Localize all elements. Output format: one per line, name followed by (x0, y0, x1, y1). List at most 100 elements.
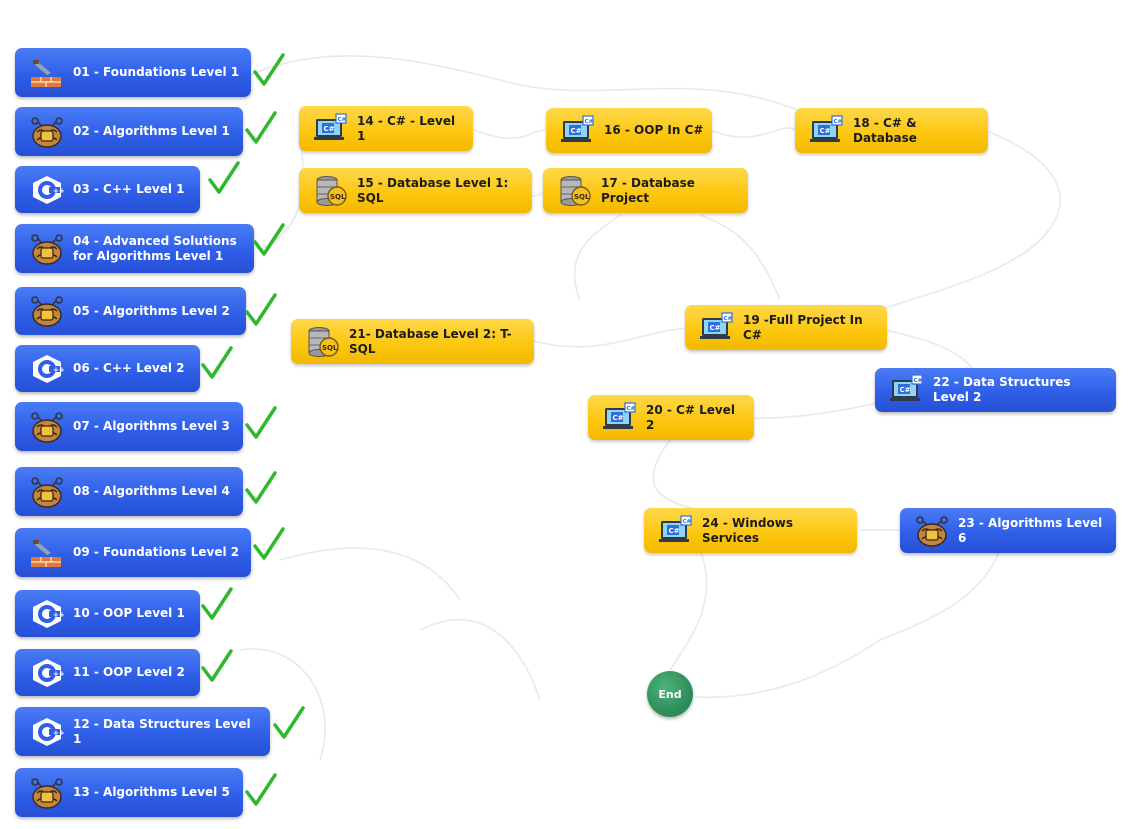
node-18-csharp-and-database[interactable]: C#C# 18 - C# & Database (795, 108, 988, 153)
node-12-data-structures-level-1[interactable]: ++ 12 - Data Structures Level 1 (15, 707, 270, 756)
node-09-foundations-level-2[interactable]: 09 - Foundations Level 2 (15, 528, 251, 577)
brain-gear-icon (27, 475, 67, 509)
node-label: 02 - Algorithms Level 1 (73, 124, 230, 138)
node-label: 11 - OOP Level 2 (73, 665, 185, 679)
checkmark-icon (252, 222, 286, 258)
node-02-algorithms-level-1[interactable]: 02 - Algorithms Level 1 (15, 107, 243, 156)
svg-text:C#: C# (914, 378, 923, 384)
node-label: 06 - C++ Level 2 (73, 361, 185, 375)
node-label: 12 - Data Structures Level 1 (73, 716, 251, 746)
node-16-oop-in-csharp[interactable]: C#C# 16 - OOP In C# (546, 108, 712, 153)
brick-trowel-icon (27, 56, 67, 90)
node-label: 10 - OOP Level 1 (73, 606, 185, 620)
brain-gear-icon (27, 115, 67, 149)
end-node-label: End (658, 687, 682, 701)
svg-text:C#: C# (324, 125, 335, 133)
checkmark-icon (200, 648, 234, 684)
svg-text:C#: C# (613, 414, 624, 422)
brick-trowel-icon (27, 536, 67, 570)
svg-text:++: ++ (53, 670, 65, 678)
node-15-database-level-1-sql[interactable]: SQL 15 - Database Level 1: SQL (299, 168, 532, 213)
checkmark-icon (272, 705, 306, 741)
node-24-windows-services[interactable]: C#C# 24 - Windows Services (644, 508, 857, 553)
node-04-advanced-solutions[interactable]: 04 - Advanced Solutions for Algorithms L… (15, 224, 254, 273)
cpp-logo-icon: ++ (27, 173, 67, 207)
node-label: 14 - C# - Level 1 (357, 113, 456, 143)
node-label: 20 - C# Level 2 (646, 402, 735, 432)
node-21-database-level-2-tsql[interactable]: SQL 21- Database Level 2: T-SQL (291, 319, 534, 364)
checkmark-icon (244, 292, 278, 328)
checkmark-icon (244, 772, 278, 808)
node-label: 24 - Windows Services (702, 515, 793, 545)
svg-text:SQL: SQL (330, 193, 346, 201)
node-label: 13 - Algorithms Level 5 (73, 785, 230, 799)
svg-text:++: ++ (53, 187, 65, 195)
node-13-algorithms-level-5[interactable]: 13 - Algorithms Level 5 (15, 768, 243, 817)
checkmark-icon (252, 526, 286, 562)
svg-text:SQL: SQL (322, 344, 338, 352)
node-22-data-structures-level-2[interactable]: C#C# 22 - Data Structures Level 2 (875, 368, 1116, 412)
node-label: 19 -Full Project In C# (743, 312, 863, 342)
node-20-csharp-level-2[interactable]: C#C# 20 - C# Level 2 (588, 395, 754, 440)
node-label: 17 - Database Project (601, 175, 695, 205)
checkmark-icon (244, 470, 278, 506)
node-01-foundations-level-1[interactable]: 01 - Foundations Level 1 (15, 48, 251, 97)
sql-database-icon: SQL (555, 174, 595, 208)
node-label: 04 - Advanced Solutions for Algorithms L… (73, 233, 237, 263)
svg-text:C#: C# (820, 127, 831, 135)
node-07-algorithms-level-3[interactable]: 07 - Algorithms Level 3 (15, 402, 243, 451)
node-06-cpp-level-2[interactable]: ++ 06 - C++ Level 2 (15, 345, 200, 392)
end-node[interactable]: End (647, 671, 693, 717)
node-label: 07 - Algorithms Level 3 (73, 419, 230, 433)
svg-text:C#: C# (900, 386, 911, 394)
node-label: 21- Database Level 2: T-SQL (349, 326, 512, 356)
svg-text:++: ++ (53, 611, 65, 619)
svg-text:C#: C# (627, 406, 636, 412)
node-14-csharp-level-1[interactable]: C#C# 14 - C# - Level 1 (299, 106, 473, 151)
checkmark-icon (207, 160, 241, 196)
checkmark-icon (200, 345, 234, 381)
svg-text:C#: C# (683, 519, 692, 525)
svg-text:C#: C# (724, 316, 733, 322)
csharp-monitor-icon: C#C# (887, 373, 927, 407)
cpp-logo-icon: ++ (27, 715, 67, 749)
brain-gear-icon (27, 294, 67, 328)
csharp-monitor-icon: C#C# (697, 311, 737, 345)
cpp-logo-icon: ++ (27, 656, 67, 690)
node-05-algorithms-level-2[interactable]: 05 - Algorithms Level 2 (15, 287, 246, 335)
csharp-monitor-icon: C#C# (311, 112, 351, 146)
node-08-algorithms-level-4[interactable]: 08 - Algorithms Level 4 (15, 467, 243, 516)
sql-database-icon: SQL (303, 325, 343, 359)
checkmark-icon (200, 586, 234, 622)
sql-database-icon: SQL (311, 174, 351, 208)
node-11-oop-level-2[interactable]: ++ 11 - OOP Level 2 (15, 649, 200, 696)
node-03-cpp-level-1[interactable]: ++ 03 - C++ Level 1 (15, 166, 200, 213)
csharp-monitor-icon: C#C# (600, 401, 640, 435)
brain-gear-icon (27, 776, 67, 810)
csharp-monitor-icon: C#C# (807, 114, 847, 148)
checkmark-icon (252, 52, 286, 88)
node-19-full-project-in-csharp[interactable]: C#C# 19 -Full Project In C# (685, 305, 887, 350)
checkmark-icon (244, 405, 278, 441)
svg-text:C#: C# (710, 324, 721, 332)
node-label: 03 - C++ Level 1 (73, 182, 185, 196)
svg-text:C#: C# (834, 119, 843, 125)
node-23-algorithms-level-6[interactable]: 23 - Algorithms Level 6 (900, 508, 1116, 553)
node-label: 09 - Foundations Level 2 (73, 545, 240, 559)
brain-gear-icon (912, 514, 952, 548)
node-10-oop-level-1[interactable]: ++ 10 - OOP Level 1 (15, 590, 200, 637)
cpp-logo-icon: ++ (27, 352, 67, 386)
node-label: 23 - Algorithms Level 6 (958, 515, 1103, 545)
node-label: 18 - C# & Database (853, 115, 917, 145)
svg-text:C#: C# (571, 127, 582, 135)
svg-text:C#: C# (669, 527, 680, 535)
csharp-monitor-icon: C#C# (656, 514, 696, 548)
svg-text:++: ++ (53, 729, 65, 737)
csharp-monitor-icon: C#C# (558, 114, 598, 148)
node-label: 15 - Database Level 1: SQL (357, 175, 509, 205)
svg-text:C#: C# (338, 117, 347, 123)
brain-gear-icon (27, 410, 67, 444)
node-17-database-project[interactable]: SQL 17 - Database Project (543, 168, 748, 213)
svg-text:SQL: SQL (574, 193, 590, 201)
